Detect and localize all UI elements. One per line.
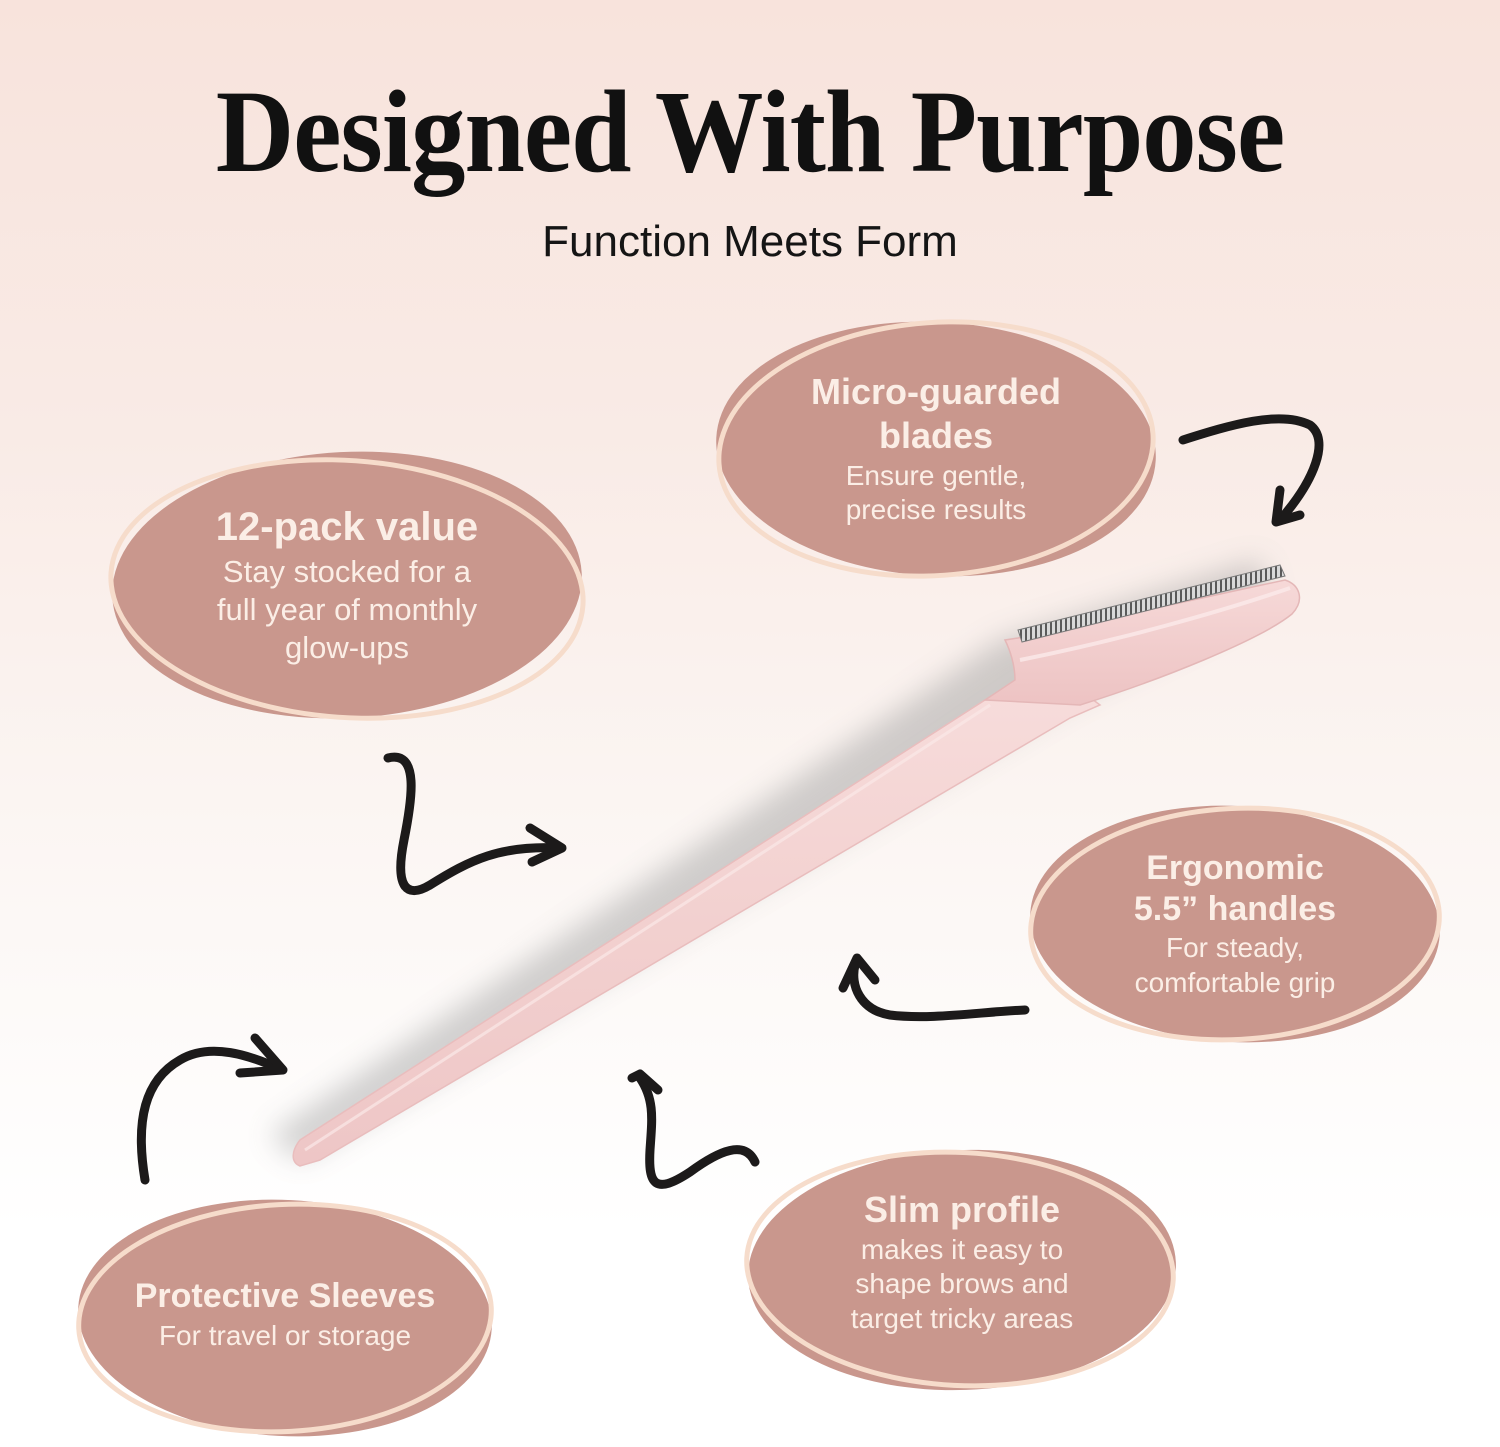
arrow-slim-to-razor-icon xyxy=(635,1073,760,1189)
callout-line: full year of monthly xyxy=(216,591,478,627)
callout-line: precise results xyxy=(845,494,1027,526)
callout-line: glow-ups xyxy=(284,630,410,666)
page-title: Designed With Purpose xyxy=(215,66,1285,197)
callout-line: makes it easy to xyxy=(860,1233,1064,1265)
callout-line: For steady, xyxy=(1166,932,1304,964)
callout-heading: 12-pack value xyxy=(215,504,479,549)
blade-teeth-icon xyxy=(1017,564,1286,643)
callout-heading: 5.5” handles xyxy=(1133,889,1337,928)
arrow-sleeves-to-razor-icon xyxy=(136,1046,287,1185)
callout-heading: Protective Sleeves xyxy=(134,1277,436,1316)
razor-head-icon xyxy=(982,564,1301,706)
callout-heading: Slim profile xyxy=(863,1188,1061,1230)
callout-heading: blades xyxy=(878,414,994,456)
callout-ergonomic-handles: Ergonomic 5.5” handles For steady, comfo… xyxy=(1022,795,1448,1053)
page-subtitle: Function Meets Form xyxy=(542,217,958,266)
callout-line: Stay stocked for a xyxy=(222,553,472,589)
callout-heading: Ergonomic xyxy=(1146,848,1324,887)
callout-protective-sleeves: Protective Sleeves For travel or storage xyxy=(70,1189,500,1447)
callout-slim-profile: Slim profile makes it easy to shape brow… xyxy=(738,1138,1182,1400)
callout-micro-guarded-blades: Micro-guarded blades Ensure gentle, prec… xyxy=(707,304,1165,594)
callout-line: For travel or storage xyxy=(158,1320,412,1352)
callout-line: Ensure gentle, xyxy=(845,459,1027,491)
callout-line: target tricky areas xyxy=(850,1302,1074,1334)
razor-handle-icon xyxy=(292,689,1102,1167)
callout-heading: Micro-guarded xyxy=(810,371,1061,413)
callout-line: shape brows and xyxy=(855,1268,1069,1300)
callout-line: comfortable grip xyxy=(1134,966,1336,998)
arrow-handles-to-razor-icon xyxy=(849,960,1030,1022)
callout-12-pack-value: 12-pack value Stay stocked for a full ye… xyxy=(99,439,595,737)
arrow-blades-to-razor-icon xyxy=(1178,414,1324,525)
arrow-pack-to-razor-icon xyxy=(383,752,565,895)
